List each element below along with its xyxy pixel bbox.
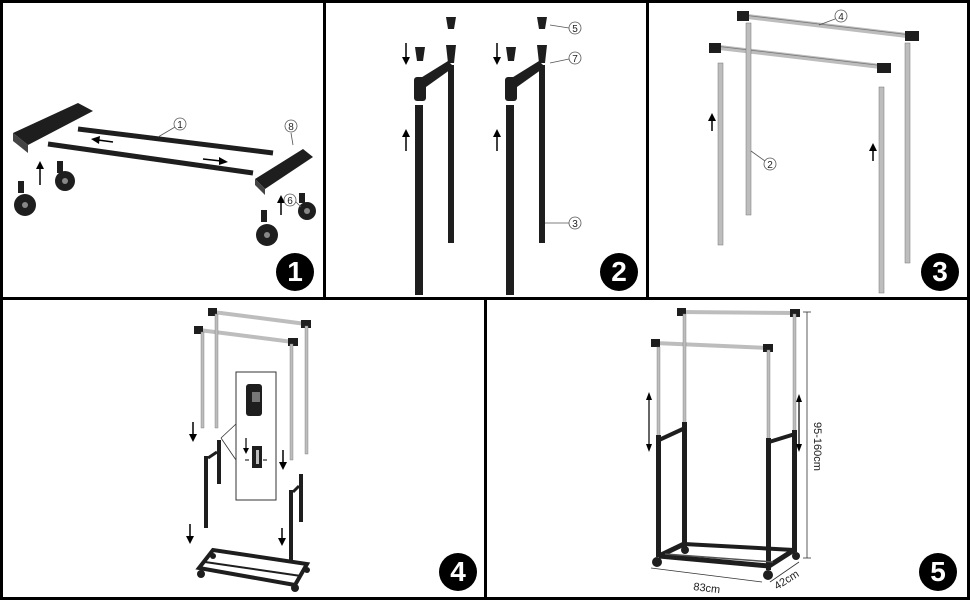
arrow-up-icon <box>402 129 410 137</box>
svg-text:8: 8 <box>288 122 294 133</box>
base-frame <box>195 547 311 588</box>
arrow-down-icon <box>186 536 194 544</box>
step-3-illustration: 4 2 <box>708 9 919 294</box>
arrow-down-icon <box>402 57 410 65</box>
arrow-down-icon <box>243 448 249 454</box>
top-hanging-bar <box>198 328 294 344</box>
bottom-bar-2 <box>47 141 254 176</box>
step-5-panel: 95-160cm 83cm 42cm 5 <box>484 297 970 600</box>
step-number-badge: 2 <box>600 253 638 291</box>
caster-wheel <box>14 181 36 216</box>
arrow-down-icon <box>279 462 287 470</box>
silver-pole <box>717 62 724 246</box>
connector-detail <box>245 384 267 468</box>
upright-assembly-left <box>414 17 456 295</box>
step-2-panel: 5 7 3 2 <box>323 0 649 300</box>
callout-1: 1 <box>157 117 187 138</box>
arrow-up-icon <box>277 195 285 203</box>
svg-text:6: 6 <box>287 196 293 207</box>
left-foot-base <box>13 103 93 145</box>
step-1-illustration: 1 8 6 <box>13 103 316 246</box>
depth-label: 42cm <box>772 568 801 592</box>
step-number-badge: 1 <box>276 253 314 291</box>
caster-wheel <box>55 161 75 191</box>
connector-cap <box>506 47 516 61</box>
height-adjust-arrow-icon <box>646 392 652 452</box>
lower-upright <box>289 490 293 562</box>
step-4-panel: 4 <box>0 297 487 600</box>
step-number-badge: 3 <box>921 253 959 291</box>
lower-upright <box>656 435 661 557</box>
arrow-up-icon <box>493 129 501 137</box>
bottom-bar-1 <box>77 126 274 156</box>
arrow-down-icon <box>189 434 197 442</box>
arrow-up-icon <box>869 143 877 151</box>
arrow-up-icon <box>708 113 716 121</box>
silver-pole <box>878 86 885 294</box>
step-number-badge: 4 <box>439 553 477 591</box>
svg-text:1: 1 <box>177 120 183 131</box>
connector-cap <box>415 47 425 61</box>
callout-5: 5 <box>549 21 582 35</box>
callout-2: 2 <box>750 150 777 171</box>
depth-dimension-line <box>769 561 800 583</box>
caster-wheel <box>298 193 316 220</box>
caster-wheel <box>256 210 278 246</box>
base-frame <box>658 553 770 569</box>
step-number-badge: 5 <box>919 553 957 591</box>
svg-text:2: 2 <box>767 160 773 171</box>
step-5-illustration: 95-160cm 83cm 42cm <box>646 308 823 596</box>
svg-text:5: 5 <box>572 24 578 35</box>
svg-text:3: 3 <box>572 219 578 230</box>
width-label: 83cm <box>693 581 721 596</box>
arrow-down-icon <box>493 57 501 65</box>
arrow-right-icon <box>219 157 228 165</box>
arrow-down-icon <box>278 538 286 546</box>
svg-text:7: 7 <box>572 54 578 65</box>
upright-pole <box>415 105 423 295</box>
step-2-illustration: 5 7 3 <box>402 17 582 295</box>
callout-3: 3 <box>545 216 582 230</box>
callout-4: 4 <box>818 9 848 26</box>
svg-text:4: 4 <box>838 12 844 23</box>
end-cap <box>537 17 547 29</box>
end-cap <box>446 17 456 29</box>
right-foot-base <box>255 149 313 189</box>
height-adjust-arrow-icon <box>796 394 802 452</box>
step-4-illustration <box>186 308 311 592</box>
lower-upright <box>766 438 771 570</box>
arrow-up-icon <box>36 161 44 169</box>
upright-assembly-right <box>505 17 547 295</box>
callout-7: 7 <box>549 51 582 65</box>
lower-upright <box>204 456 208 528</box>
callout-8: 8 <box>284 119 298 146</box>
upright-pole <box>506 105 514 295</box>
top-hanging-bar <box>714 44 886 70</box>
arrow-left-icon <box>91 136 100 144</box>
step-1-panel: 1 8 6 1 <box>0 0 326 300</box>
width-dimension-line <box>650 567 763 583</box>
step-3-panel: 4 2 3 <box>646 0 970 300</box>
callout-6: 6 <box>283 193 302 208</box>
top-hanging-bar <box>654 341 769 350</box>
height-label: 95-160cm <box>811 422 823 471</box>
